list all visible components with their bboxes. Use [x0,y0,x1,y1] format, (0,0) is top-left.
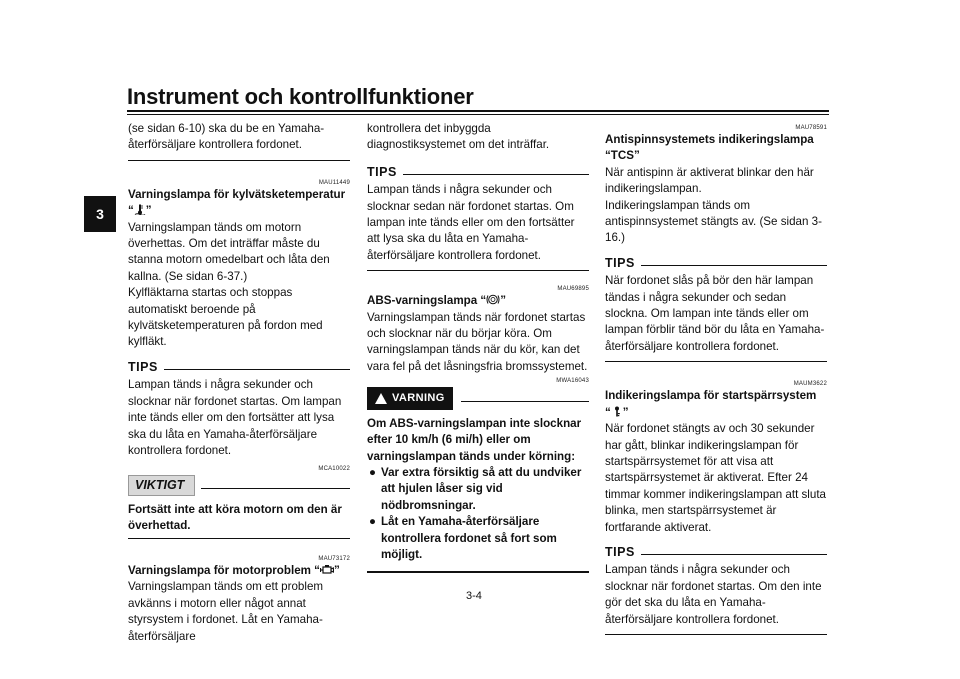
engine-trouble-heading: Varningslampa för motorproblem “” [128,564,340,578]
bullet-icon: ● [369,465,377,479]
coolant-temp-body: Varningslampan tänds om motorn överhetta… [128,220,330,283]
column-1: (se sidan 6-10) ska du be en Yamaha-åter… [128,121,350,645]
coolant-fan-body: Kylfläktarna startas och stoppas automat… [128,286,323,349]
abs-icon [486,294,500,305]
engine-icon [319,565,334,574]
column-2: kontrollera det inbyggda diagnostiksyste… [367,121,589,577]
tips-end-rule [605,361,827,363]
tips-header: TIPS [605,255,827,271]
notice-badge: VIKTIGT [128,475,196,496]
section-code: MAU73172 [318,556,350,563]
section-code: MAU69895 [557,286,589,293]
tips-header: TIPS [128,359,350,375]
col1-intro: (se sidan 6-10) ska du be en Yamaha-åter… [128,122,325,152]
warning-end-rule [367,571,589,573]
warning-body: Om ABS-varningslampan inte slocknar efte… [367,416,582,463]
tips-end-rule [367,270,589,272]
column-3: MAU78591 Antispinnsystemets indikeringsl… [605,121,827,639]
section-code: MAU78591 [795,125,827,131]
notice-body: Fortsätt inte att köra motorn om den är … [128,502,342,533]
title-rule [127,110,829,112]
warning-header: VARNING [367,387,589,410]
notice-code: MCA10022 [318,466,350,473]
coolant-temperature-icon [134,204,146,216]
warning-code: MWA16043 [556,378,589,385]
tips-body: Lampan tänds i några sekunder och slockn… [367,183,575,262]
warning-triangle-icon [375,392,387,404]
section-code: MAU11449 [318,179,350,186]
bullet-icon: ● [369,515,377,529]
title-rule-thin [127,114,829,115]
tcs-body-2: Indikeringslampan tänds om antispinnsyst… [605,198,822,245]
abs-warning-body: Varningslampan tänds när fordonet starta… [367,310,588,373]
col2-intro: kontrollera det inbyggda diagnostiksyste… [367,122,550,152]
notice-end-rule [128,537,350,540]
tcs-heading: Antispinnsystemets indikeringslampa “TCS… [605,133,814,163]
section-code: MAUM3622 [793,381,827,388]
page-title: Instrument och kontrollfunktioner [127,84,474,109]
tips-body: Lampan tänds i några sekunder och slockn… [128,378,342,457]
tips-label: TIPS [128,359,158,374]
abs-warning-heading: ABS-varningslampa “” [367,294,506,308]
tips-label: TIPS [605,544,635,559]
engine-trouble-body: Varningslampan tänds om ett problem avkä… [128,580,324,643]
warning-bullet: ● Låt en Yamaha-återförsäljare kontrolle… [367,514,589,563]
warning-bullet: ● Var extra försiktig så att du undviker… [367,465,589,514]
tips-body: När fordonet slås på bör den här lampan … [605,274,825,353]
tips-end-rule [605,633,827,635]
section-divider [128,159,350,161]
tips-label: TIPS [605,255,635,270]
coolant-temp-heading: Varningslampa för kylvätsketemperatur “” [128,187,346,218]
key-icon [614,406,620,417]
tcs-body: När antispinn är aktiverat blinkar den h… [605,165,814,196]
immobilizer-heading: Indikeringslampa för startspärrsystem “” [605,389,817,419]
notice-header: VIKTIGT [128,475,350,496]
page-number: 3-4 [466,590,482,602]
tips-header: TIPS [605,544,827,560]
chapter-tab: 3 [84,196,116,232]
tips-label: TIPS [367,164,397,179]
immobilizer-body: När fordonet stängts av och 30 sekunder … [605,422,827,534]
tips-body: Lampan tänds i några sekunder och slockn… [605,563,822,626]
tips-header: TIPS [367,164,589,180]
warning-badge: VARNING [367,387,453,410]
